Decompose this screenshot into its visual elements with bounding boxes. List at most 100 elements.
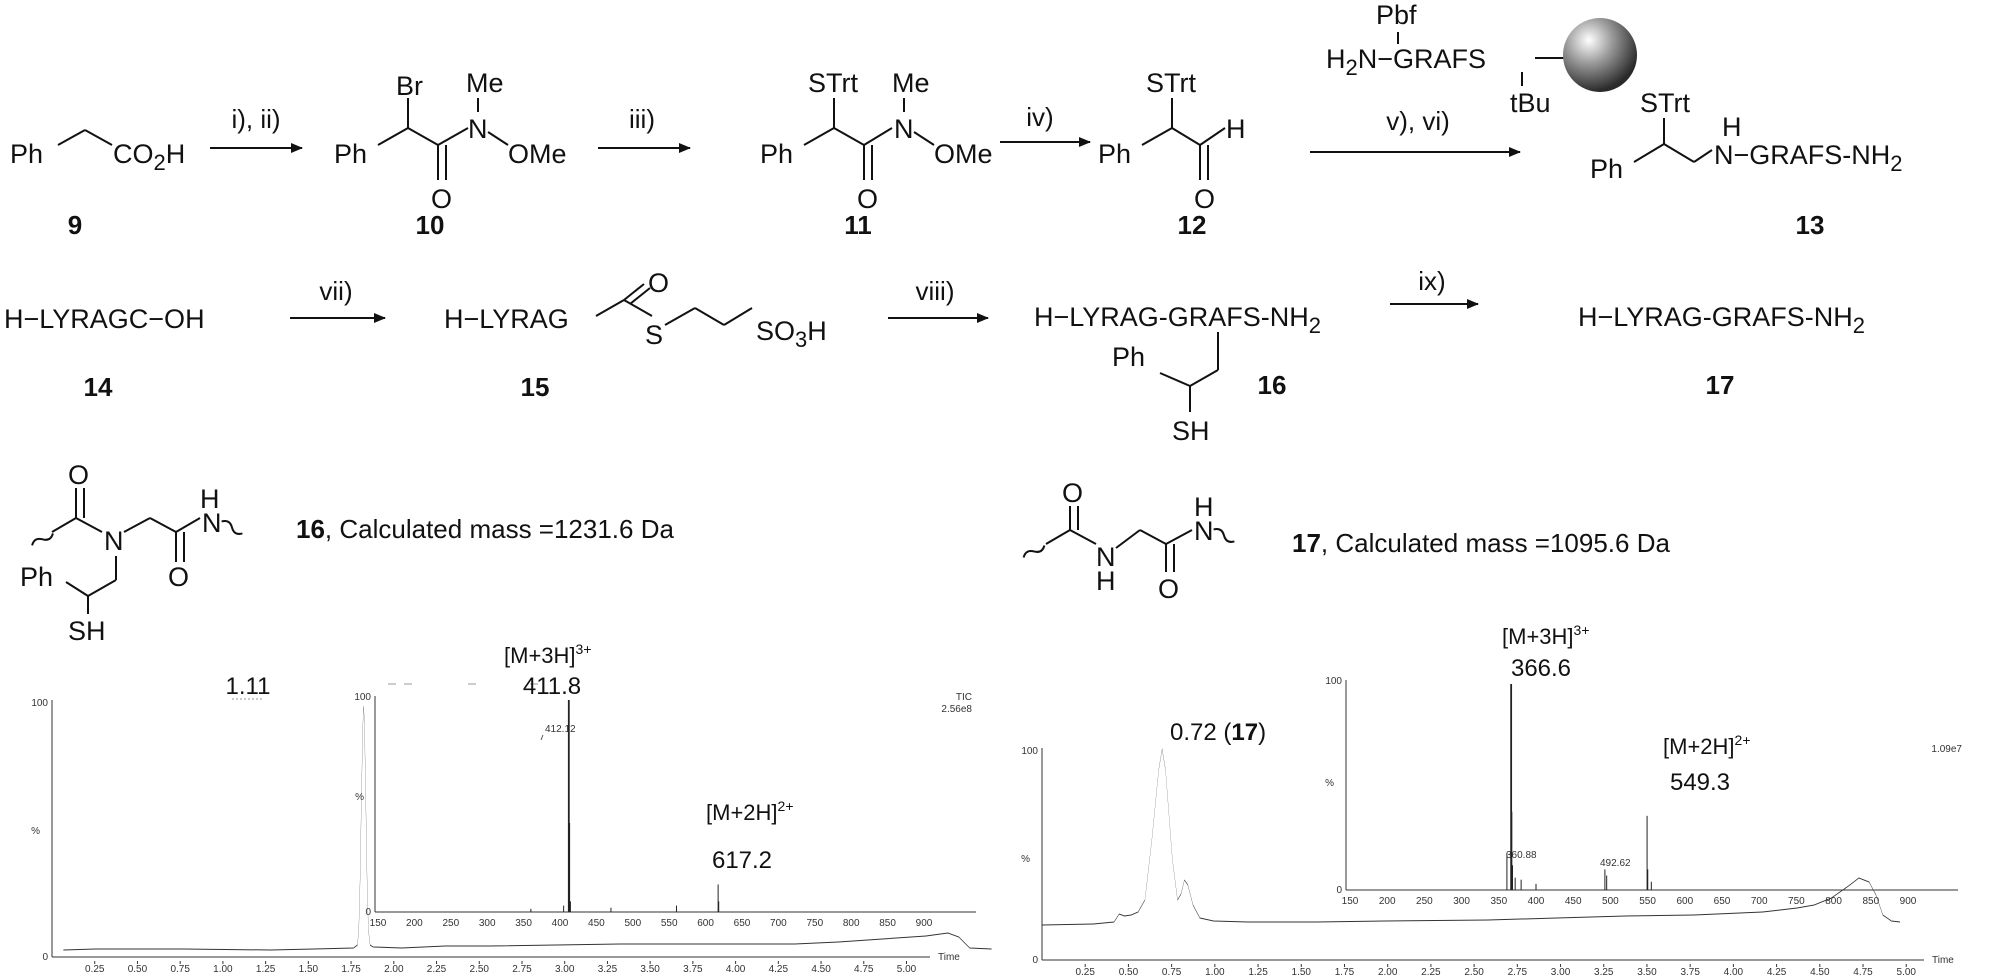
compound-number-15: 15	[521, 372, 550, 402]
svg-text:Me: Me	[892, 68, 930, 98]
lc-16-tick-label: 4.75	[854, 964, 874, 975]
lc-16-peak-label: 1.11	[226, 673, 271, 700]
ms-16-tick-label: 500	[624, 918, 641, 929]
lc-17-tick-label: 1.25	[1248, 967, 1268, 978]
lc-17-peak-label: 0.72 (17)	[1170, 719, 1266, 746]
lc-17-tick-label: 2.00	[1378, 967, 1398, 978]
lc-17-tick-label: 0.25	[1075, 967, 1095, 978]
step-label-6: viii)	[916, 276, 955, 306]
ms-17-tick-label: 350	[1490, 896, 1507, 907]
ms-16-tick-label: 400	[552, 918, 569, 929]
svg-text:100: 100	[1021, 746, 1038, 757]
lc-16-tick-label: 2.25	[427, 964, 447, 975]
svg-text:H: H	[1226, 114, 1246, 144]
ms-16-peaks	[530, 700, 720, 912]
resin-bead	[1563, 18, 1637, 92]
svg-text:0: 0	[1336, 885, 1342, 896]
lc-17-tick-label: 2.25	[1421, 967, 1441, 978]
svg-text:O: O	[431, 184, 452, 214]
ms-17-tick-label: 750	[1788, 896, 1805, 907]
lc-16-tick-label: 3.00	[555, 964, 575, 975]
ms-17-tick-label: 250	[1416, 896, 1433, 907]
svg-text:O: O	[1158, 574, 1179, 604]
svg-text:H−LYRAG-GRAFS-NH2: H−LYRAG-GRAFS-NH2	[1034, 302, 1321, 338]
ms-17-tick-label: 550	[1639, 896, 1656, 907]
compound-14: H−LYRAGC−OH 14	[4, 304, 205, 402]
compound-number-12: 12	[1178, 210, 1207, 240]
svg-text:SH: SH	[68, 616, 106, 646]
step-label-7: ix)	[1418, 266, 1445, 296]
lc-chromatogram-16-trace	[63, 705, 992, 951]
ms-17-tick-label: 700	[1751, 896, 1768, 907]
lc-16-tick-label: 1.25	[256, 964, 276, 975]
svg-text:H2N−GRAFS: H2N−GRAFS	[1326, 44, 1486, 80]
svg-text:0: 0	[42, 952, 48, 963]
compound-17: H−LYRAG-GRAFS-NH2 17	[1578, 302, 1865, 400]
step-label-4: v), vi)	[1386, 106, 1450, 136]
ms-17-tick-label: 200	[1379, 896, 1396, 907]
svg-text:0: 0	[1032, 955, 1038, 966]
step-label-2: iii)	[629, 104, 655, 134]
lc-17-tick-label: 2.50	[1464, 967, 1484, 978]
lc-16-tick-label: 2.75	[512, 964, 532, 975]
compound-number-14: 14	[84, 372, 113, 402]
svg-text:100: 100	[354, 692, 371, 703]
lc-17-tick-label: 0.75	[1162, 967, 1182, 978]
compound-16: H−LYRAG-GRAFS-NH2 Ph SH 16	[1034, 302, 1321, 446]
lc-16-tick-label: 0.75	[170, 964, 190, 975]
svg-text:H−LYRAG: H−LYRAG	[444, 304, 569, 334]
ms-17-ion-3plus: [M+3H]3+	[1502, 622, 1590, 649]
svg-text:O: O	[648, 268, 669, 298]
compound-10: Ph Br O N Me OMe 10	[334, 68, 567, 240]
ms-16-tick-label: 900	[916, 918, 933, 929]
lc-16-tick-label: 5.00	[897, 964, 917, 975]
ms-17-tick-label: 500	[1602, 896, 1619, 907]
ms-16-tick-label: 650	[734, 918, 751, 929]
step-label-1: i), ii)	[231, 104, 280, 134]
lc-16-tick-label: 1.00	[213, 964, 233, 975]
lc-16-tick-label: 2.50	[470, 964, 490, 975]
compound-number-10: 10	[416, 210, 445, 240]
svg-text:O: O	[857, 184, 878, 214]
lc-17-tick-label: 4.75	[1853, 967, 1873, 978]
lc-16-tick-label: 0.50	[128, 964, 148, 975]
lc-17-tick-label: 3.50	[1637, 967, 1657, 978]
lc-chromatogram-17-trace	[1041, 748, 1901, 926]
ms-17-tick-label: 600	[1676, 896, 1693, 907]
svg-text:H−LYRAGC−OH: H−LYRAGC−OH	[4, 304, 205, 334]
lc-16-tick-label: 4.50	[811, 964, 831, 975]
svg-text:Ph: Ph	[20, 562, 53, 592]
lc-17-tick-label: 0.50	[1119, 967, 1139, 978]
resin-bound-peptide: Pbf H2N−GRAFS tBu	[1326, 0, 1637, 118]
svg-text:H: H	[1096, 566, 1116, 596]
svg-text:2.56e8: 2.56e8	[941, 704, 972, 715]
svg-text:Me: Me	[466, 68, 504, 98]
ms-17-tick-label: 850	[1862, 896, 1879, 907]
svg-text:N: N	[1096, 542, 1116, 572]
lc-17-tick-label: 4.50	[1810, 967, 1830, 978]
svg-text:100: 100	[1325, 676, 1342, 687]
lc-17-tick-label: 1.00	[1205, 967, 1225, 978]
ms-16-tick-label: 450	[588, 918, 605, 929]
svg-text:tBu: tBu	[1510, 88, 1551, 118]
ms-16-ion-2plus-value: 617.2	[712, 847, 772, 874]
compound-11: Ph STrt O N Me OMe 11	[760, 68, 993, 240]
step-label-3: iv)	[1026, 102, 1053, 132]
ms-17-tick-label: 450	[1565, 896, 1582, 907]
svg-text:H: H	[1722, 112, 1742, 142]
svg-text:Ph: Ph	[760, 139, 793, 169]
lc-16-tick-label: 0.25	[85, 964, 105, 975]
svg-text:100: 100	[31, 698, 48, 709]
ms-17-small-label-1: 360.88	[1506, 850, 1537, 861]
ms-16-small-label: 412.12	[545, 724, 576, 735]
ms-16-tick-label: 150	[370, 918, 387, 929]
svg-text:O: O	[1062, 478, 1083, 508]
svg-text:H: H	[200, 484, 220, 514]
fragment-17: O N H O H N	[1022, 478, 1235, 604]
fragment-16: O N O H N Ph SH	[20, 460, 243, 646]
ms-17-ion-2plus-value: 549.3	[1670, 769, 1730, 796]
